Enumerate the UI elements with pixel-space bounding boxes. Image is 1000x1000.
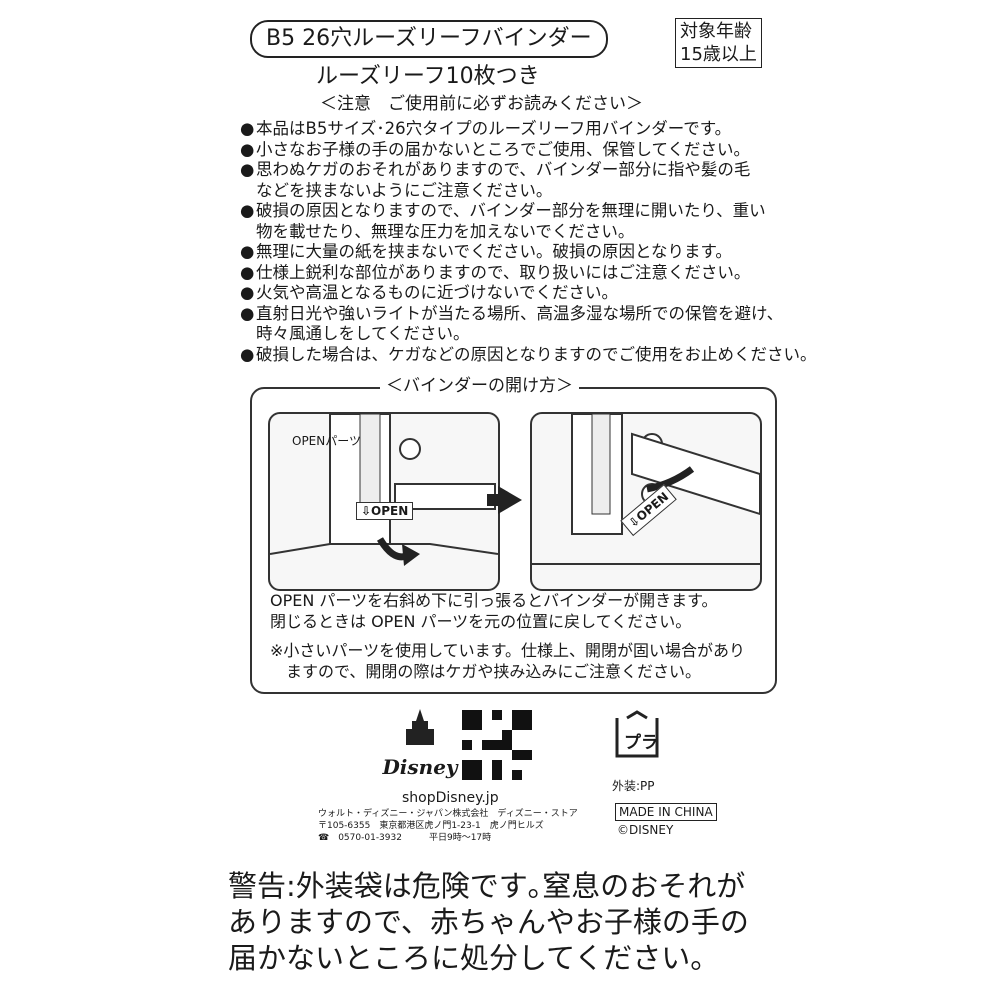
caution-text: 直射日光や強いライトが当たる場所、高温多湿な場所での保管を避け、 (256, 303, 784, 323)
open-tag: ⇩OPEN (356, 502, 414, 520)
note-line: ※小さいパーツを使用しています。仕様上、開閉が固い場合があり (270, 641, 746, 660)
made-in-label: MADE IN CHINA (615, 803, 717, 821)
recycle-icon (615, 710, 659, 758)
caution-text: 破損の原因となりますので、バインダー部分を無理に開いたり、重い (256, 201, 766, 220)
caution-item: ●小さなお子様の手の届かないところでご使用、保管してください。 (240, 140, 817, 161)
caution-item: ●直射日光や強いライトが当たる場所、高温多湿な場所での保管を避け、時々風通しをし… (240, 304, 817, 345)
bullet-icon: ● (240, 303, 255, 323)
opening-title: ＜バインダーの開け方＞ (380, 376, 579, 396)
recycle-mark-label: プラ (624, 733, 658, 753)
copyright: ©DISNEY (617, 823, 674, 837)
warning-line: 警告:外装袋は危険です｡窒息のおそれが (228, 869, 746, 903)
bullet-icon: ● (240, 262, 255, 282)
caution-text: 物を載せたり、無理な圧力を加えないでください。 (256, 221, 635, 241)
age-label: 対象年齢 (680, 21, 752, 42)
arrow-right-icon (487, 494, 501, 506)
instruction-line: 閉じるときは OPEN パーツを元の位置に戻してください。 (270, 612, 692, 631)
shop-url: shopDisney.jp (402, 790, 499, 806)
caution-item: ●本品はB5サイズ･26穴タイプのルーズリーフ用バインダーです。 (240, 119, 817, 140)
note-line: ますので、開閉の際はケガや挟み込みにご注意ください。 (270, 662, 702, 681)
qr-code (462, 710, 532, 780)
caution-text: 時々風通しをしてください。 (256, 324, 470, 343)
bullet-icon: ● (240, 139, 255, 159)
age-value: 15歳以上 (680, 44, 757, 65)
caution-text: 無理に大量の紙を挟まないでください。破損の原因となります。 (256, 242, 732, 261)
caution-item: ●火気や高温となるものに近づけないでください。 (240, 283, 817, 304)
warning-line: ありますので、赤ちゃんやお子様の手の (228, 905, 749, 939)
caution-text: 本品はB5サイズ･26穴タイプのルーズリーフ用バインダーです。 (256, 119, 732, 138)
bullet-icon: ● (240, 344, 255, 364)
caution-item: ●破損の原因となりますので、バインダー部分を無理に開いたり、重い物を載せたり、無… (240, 201, 817, 242)
bullet-icon: ● (240, 201, 255, 220)
company-phone: ☎ 0570-01-3932 平日9時～17時 (318, 833, 492, 843)
instruction-line: OPEN パーツを右斜め下に引っ張るとバインダーが開きます。 (270, 591, 718, 610)
caution-item: ●無理に大量の紙を挟まないでください。破損の原因となります。 (240, 242, 817, 263)
company-name: ウォルト・ディズニー・ジャパン株式会社 ディズニー・ストア (318, 809, 578, 819)
company-info: ウォルト・ディズニー・ジャパン株式会社 ディズニー・ストア 〒105-6355 … (318, 808, 578, 844)
disney-logo: Disney (382, 755, 458, 779)
bullet-icon: ● (240, 242, 255, 261)
caution-list: ●本品はB5サイズ･26穴タイプのルーズリーフ用バインダーです。●小さなお子様の… (240, 119, 817, 365)
small-parts-note: ※小さいパーツを使用しています。仕様上、開閉が固い場合があり ますので、開閉の際… (270, 640, 745, 682)
binder-open-drawing (532, 414, 760, 565)
product-subtitle: ルーズリーフ10枚つき (316, 64, 540, 89)
warning-line: 届かないところに処分してください。 (228, 941, 720, 975)
bullet-icon: ● (240, 119, 255, 138)
open-parts-label: OPENパーツ (292, 434, 362, 448)
caution-text: 思わぬケガのおそれがありますので、バインダー部分に指や髪の毛 (256, 160, 751, 179)
caution-text: 仕様上鋭利な部位がありますので、取り扱いにはご注意ください。 (256, 262, 751, 282)
age-badge: 対象年齢 15歳以上 (675, 18, 762, 68)
caution-text: 小さなお子様の手の届かないところでご使用、保管してください。 (256, 139, 751, 159)
bag-warning: 警告:外装袋は危険です｡窒息のおそれが ありますので、赤ちゃんやお子様の手の 届… (228, 868, 749, 976)
opening-instructions: OPEN パーツを右斜め下に引っ張るとバインダーが開きます。 閉じるときは OP… (270, 590, 718, 632)
caution-text: 破損した場合は、ケガなどの原因となりますのでご使用をお止めください。 (256, 344, 817, 364)
caution-item: ●思わぬケガのおそれがありますので、バインダー部分に指や髪の毛などを挟まないよう… (240, 160, 817, 201)
caution-item: ●仕様上鋭利な部位がありますので、取り扱いにはご注意ください。 (240, 263, 817, 284)
caution-text: 火気や高温となるものに近づけないでください。 (256, 283, 619, 302)
company-address: 〒105-6355 東京都港区虎ノ門1-23-1 虎ノ門ヒルズ (318, 821, 544, 831)
arrow-right-icon-head (498, 486, 522, 514)
bullet-icon: ● (240, 283, 255, 302)
castle-logo-icon (406, 709, 434, 745)
caution-item: ●破損した場合は、ケガなどの原因となりますのでご使用をお止めください。 (240, 345, 817, 366)
caution-text: などを挟まないようにご注意ください。 (256, 180, 553, 200)
packaging-material: 外装:PP (612, 779, 655, 793)
caution-heading: ＜注意 ご使用前に必ずお読みください＞ (320, 94, 643, 114)
product-title: B5 26穴ルーズリーフバインダー (250, 20, 608, 58)
bullet-icon: ● (240, 160, 255, 179)
